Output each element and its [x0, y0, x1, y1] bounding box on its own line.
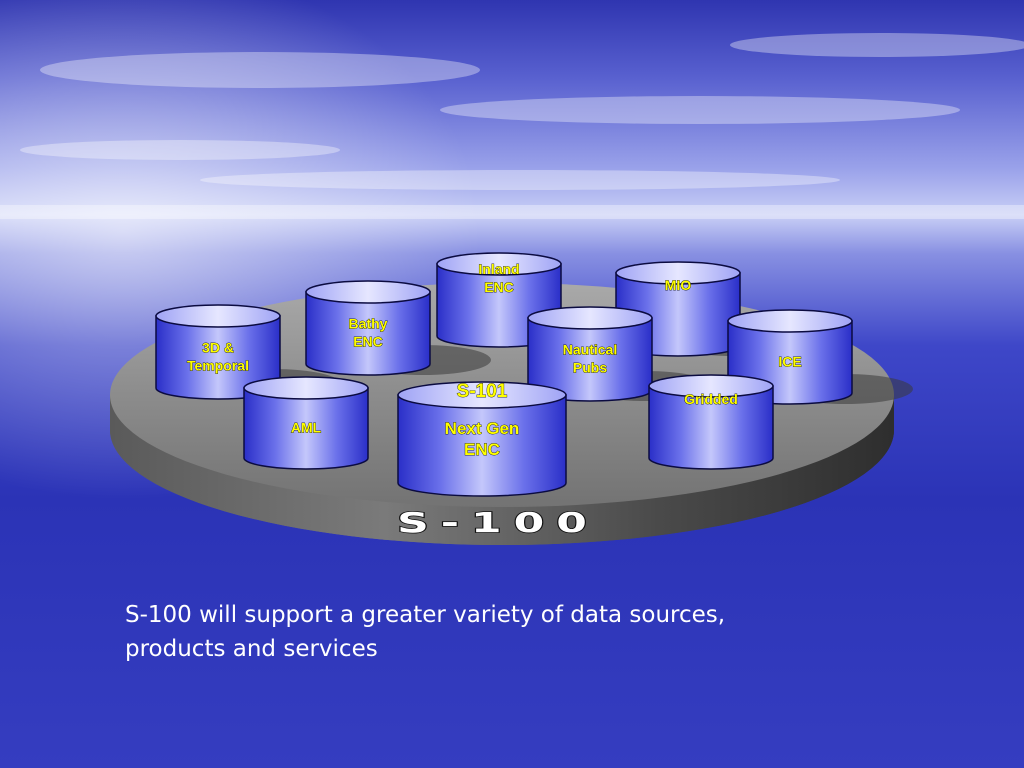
cylinder-body [397, 394, 567, 497]
cylinder-label-ice: ICE [778, 354, 801, 370]
cylinder-top [397, 381, 567, 409]
cylinder-top [727, 309, 853, 333]
cylinder-label-bathy-enc: Bathy [349, 316, 388, 332]
cylinder-body [243, 387, 369, 470]
cylinder-label-nautical-pubs: Pubs [573, 360, 607, 376]
cylinder-top [436, 252, 562, 276]
cylinder-label-3d-temporal: Temporal [187, 358, 249, 374]
cloud-streaks [20, 33, 1024, 190]
cylinder-top [243, 376, 369, 400]
cylinder-top [155, 304, 281, 328]
cylinder-body [305, 291, 431, 376]
cylinder-label-nautical-pubs: Nautical [563, 342, 617, 358]
cylinder-gridded: Gridded [648, 374, 774, 470]
horizon-line [0, 205, 1024, 219]
platform-label: S-100 [397, 507, 599, 539]
cylinder-top [527, 306, 653, 330]
cylinder-label-aml: AML [291, 420, 322, 436]
cylinder-label-s-101: ENC [464, 440, 500, 459]
cylinder-top [305, 280, 431, 304]
cylinder-label-mio: MIO [665, 277, 692, 293]
caption-line-1: S-100 will support a greater variety of … [125, 602, 726, 628]
cylinder-label-gridded: Gridded [684, 391, 738, 407]
cylinder-aml: AML [243, 376, 369, 470]
cylinder-top [648, 374, 774, 398]
cylinder-label-bathy-enc: ENC [353, 334, 383, 350]
caption-line-2: products and services [125, 636, 378, 662]
cylinder-label-s-101: Next Gen [445, 419, 520, 438]
cylinder-top [615, 261, 741, 285]
cylinder-label-inland-enc: Inland [478, 261, 519, 277]
cylinder-label-inland-enc: ENC [484, 279, 514, 295]
cylinder-label-3d-temporal: 3D & [202, 340, 234, 356]
cylinder-body [648, 385, 774, 470]
caption: S-100 will support a greater variety of … [125, 598, 845, 666]
cylinder-label-s-101-title: S-101 [457, 381, 508, 402]
